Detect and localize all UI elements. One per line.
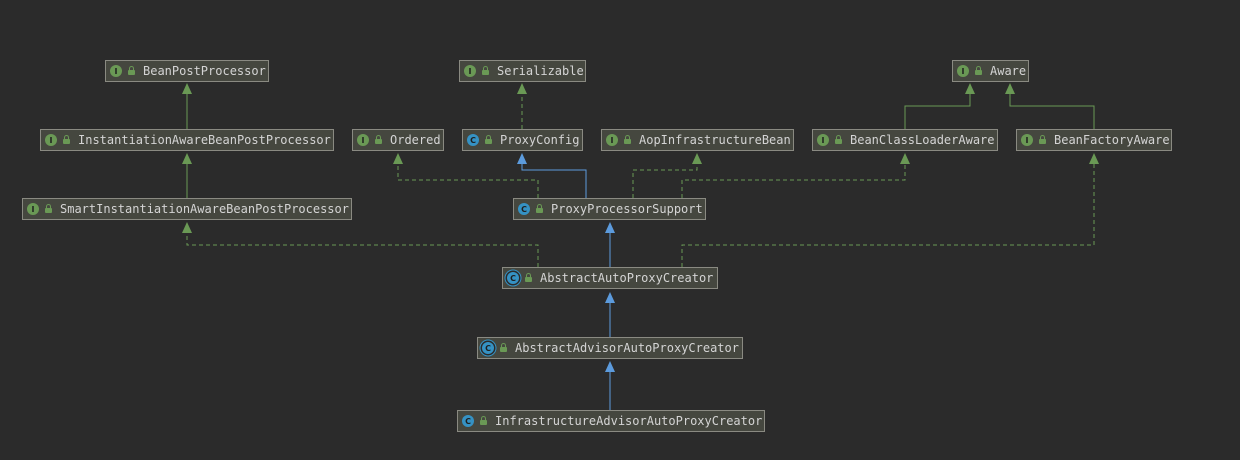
interface-icon: I — [357, 134, 369, 146]
edge-support-to-classloaderaware — [681, 160, 906, 198]
node-bean-factory-aware[interactable]: I BeanFactoryAware — [1016, 129, 1172, 151]
node-abstract-advisor-auto-proxy-creator[interactable]: C AbstractAdvisorAutoProxyCreator — [477, 337, 743, 359]
arrowhead — [605, 222, 615, 233]
arrowhead — [517, 153, 527, 164]
arrowhead — [1005, 83, 1015, 94]
node-label: InstantiationAwareBeanPostProcessor — [78, 133, 331, 147]
edge-beanfactoryaware-to-aware — [1009, 90, 1095, 129]
node-label: ProxyProcessorSupport — [551, 202, 703, 216]
public-lock-icon — [375, 135, 382, 144]
edge-support-to-proxyconfig — [521, 160, 587, 198]
node-infrastructure-advisor-auto-proxy-creator[interactable]: C InfrastructureAdvisorAutoProxyCreator — [457, 410, 765, 432]
public-lock-icon — [485, 135, 492, 144]
node-label: AbstractAdvisorAutoProxyCreator — [515, 341, 739, 355]
node-label: AopInfrastructureBean — [639, 133, 791, 147]
arrowhead — [182, 153, 192, 164]
public-lock-icon — [63, 135, 70, 144]
node-bean-class-loader-aware[interactable]: I BeanClassLoaderAware — [812, 129, 998, 151]
node-label: BeanFactoryAware — [1054, 133, 1170, 147]
node-serializable[interactable]: I Serializable — [459, 60, 586, 82]
arrowhead — [1089, 153, 1099, 164]
edge-autoproxy-to-beanfactoryaware — [681, 160, 1095, 267]
public-lock-icon — [624, 135, 631, 144]
arrowhead — [182, 222, 192, 233]
node-abstract-auto-proxy-creator[interactable]: C AbstractAutoProxyCreator — [502, 267, 718, 289]
public-lock-icon — [45, 204, 52, 213]
node-bean-post-processor[interactable]: I BeanPostProcessor — [105, 60, 269, 82]
arrowhead — [605, 292, 615, 303]
node-label: ProxyConfig — [500, 133, 580, 147]
node-aware[interactable]: I Aware — [952, 60, 1029, 82]
public-lock-icon — [835, 135, 842, 144]
node-label: BeanClassLoaderAware — [850, 133, 995, 147]
node-label: Aware — [990, 64, 1027, 78]
node-proxy-processor-support[interactable]: C ProxyProcessorSupport — [513, 198, 706, 220]
edge-autoproxy-to-smart — [186, 230, 539, 267]
node-smart-instantiation-aware-bean-post-processor[interactable]: I SmartInstantiationAwareBeanPostProcess… — [22, 198, 352, 220]
edge-support-to-aopinfra — [632, 160, 698, 198]
node-label: Serializable — [497, 64, 584, 78]
node-instantiation-aware-bean-post-processor[interactable]: I InstantiationAwareBeanPostProcessor — [40, 129, 334, 151]
node-label: InfrastructureAdvisorAutoProxyCreator — [495, 414, 763, 428]
public-lock-icon — [975, 66, 982, 75]
interface-icon: I — [1021, 134, 1033, 146]
class-icon: C — [467, 134, 479, 146]
class-icon: C — [518, 203, 530, 215]
public-lock-icon — [128, 66, 135, 75]
class-icon: C — [462, 415, 474, 427]
interface-icon: I — [464, 65, 476, 77]
node-proxy-config[interactable]: C ProxyConfig — [462, 129, 583, 151]
node-aop-infrastructure-bean[interactable]: I AopInfrastructureBean — [601, 129, 794, 151]
abstract-class-icon: C — [507, 272, 519, 284]
interface-icon: I — [606, 134, 618, 146]
node-label: Ordered — [390, 133, 441, 147]
interface-icon: I — [957, 65, 969, 77]
public-lock-icon — [500, 343, 507, 352]
abstract-class-icon: C — [482, 342, 494, 354]
public-lock-icon — [482, 66, 489, 75]
node-label: SmartInstantiationAwareBeanPostProcessor — [60, 202, 349, 216]
edge-support-to-ordered — [397, 160, 539, 198]
interface-icon: I — [27, 203, 39, 215]
edge-classloaderaware-to-aware — [904, 90, 971, 129]
public-lock-icon — [480, 416, 487, 425]
arrowhead — [965, 83, 975, 94]
public-lock-icon — [536, 204, 543, 213]
arrowhead — [900, 153, 910, 164]
interface-icon: I — [45, 134, 57, 146]
public-lock-icon — [1039, 135, 1046, 144]
node-ordered[interactable]: I Ordered — [352, 129, 444, 151]
node-label: BeanPostProcessor — [143, 64, 266, 78]
arrowhead — [182, 83, 192, 94]
interface-icon: I — [110, 65, 122, 77]
arrowhead — [517, 83, 527, 94]
interface-icon: I — [817, 134, 829, 146]
arrowhead — [692, 153, 702, 164]
arrowhead — [393, 153, 403, 164]
public-lock-icon — [525, 273, 532, 282]
arrowhead — [605, 361, 615, 372]
node-label: AbstractAutoProxyCreator — [540, 271, 714, 285]
